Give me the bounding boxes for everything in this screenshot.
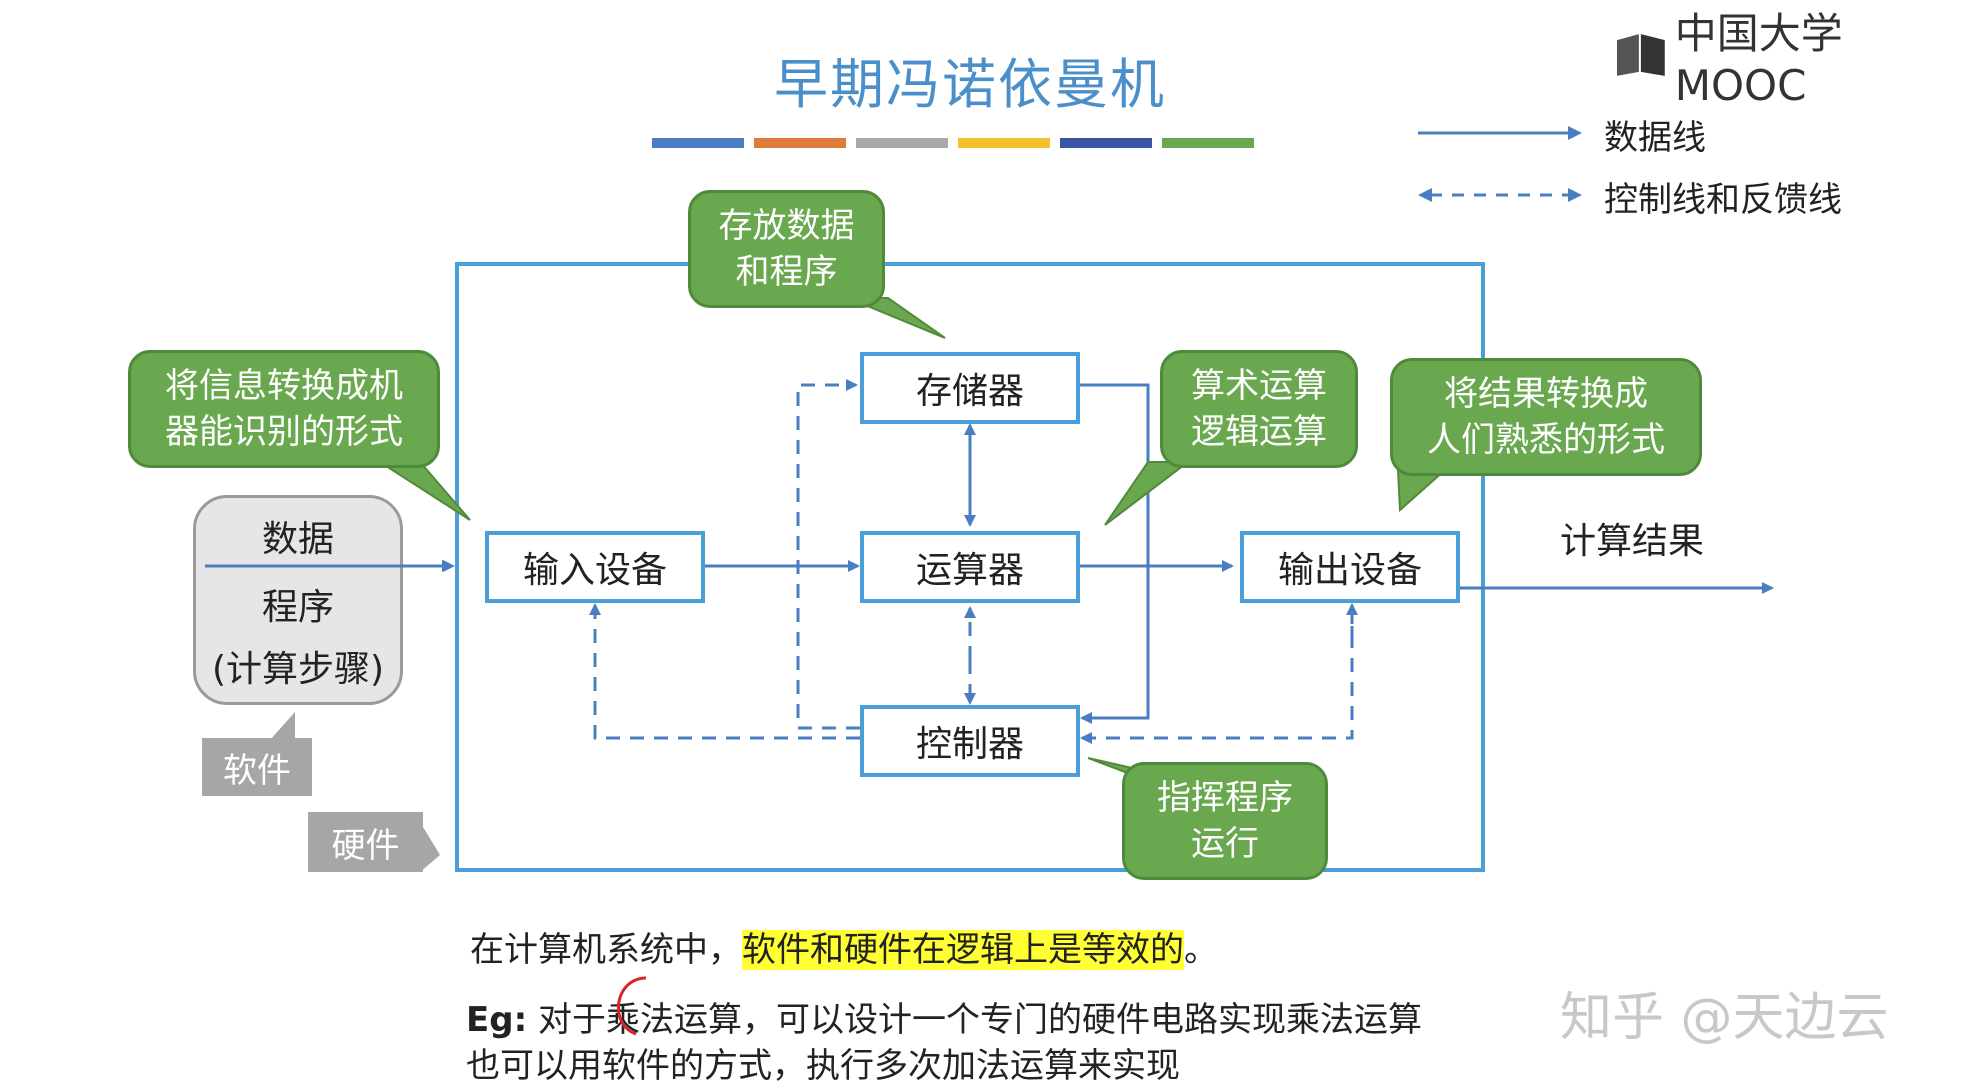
- legend-data-line-label: 数据线: [1604, 118, 1706, 158]
- software-line-program: 程序: [261, 587, 334, 628]
- controller-box: 控制器: [860, 705, 1080, 777]
- equivalence-highlight: 软件和硬件在逻辑上是等效的: [742, 930, 1184, 970]
- callout-controller-line2: 运行: [1191, 824, 1259, 864]
- example-line1: Eg: 对于乘法运算，可以设计一个专门的硬件电路实现乘法运算: [466, 992, 1422, 1041]
- output-device-box: 输出设备: [1240, 531, 1460, 603]
- memory-box: 存储器: [860, 352, 1080, 424]
- callout-alu: 算术运算 逻辑运算: [1160, 350, 1358, 468]
- example-text1: 对于乘法运算，可以设计一个专门的硬件电路实现乘法运算: [537, 1000, 1422, 1040]
- hardware-tag: 硬件: [308, 812, 423, 872]
- color-stripe-5: [1060, 138, 1152, 148]
- callout-output-line2: 人们熟悉的形式: [1427, 420, 1665, 460]
- callout-output: 将结果转换成 人们熟悉的形式: [1390, 358, 1702, 476]
- watermark: 知乎 @天边云: [1560, 988, 1889, 1048]
- color-stripe-3: [856, 138, 948, 148]
- callout-memory-line2: 和程序: [735, 252, 838, 292]
- callout-memory: 存放数据 和程序: [688, 190, 885, 308]
- color-stripe-1: [652, 138, 744, 148]
- mooc-book-icon: [1616, 34, 1665, 76]
- color-stripe-4: [958, 138, 1050, 148]
- alu-box: 运算器: [860, 531, 1080, 603]
- callout-input: 将信息转换成机 器能识别的形式: [128, 350, 440, 468]
- result-label: 计算结果: [1560, 521, 1705, 562]
- color-stripe-2: [754, 138, 846, 148]
- callout-input-line1: 将信息转换成机: [165, 366, 403, 406]
- callout-alu-line2: 逻辑运算: [1191, 412, 1327, 452]
- callout-output-line1: 将结果转换成: [1444, 374, 1648, 414]
- equivalence-suffix: 。: [1184, 930, 1218, 970]
- red-pen-mark: [617, 976, 647, 1036]
- software-line-data: 数据: [261, 519, 334, 560]
- callout-alu-line1: 算术运算: [1191, 366, 1327, 406]
- color-stripe-6: [1162, 138, 1254, 148]
- diagram-title: 早期冯诺依曼机: [774, 53, 1166, 116]
- callout-input-line2: 器能识别的形式: [165, 412, 403, 452]
- input-device-box: 输入设备: [485, 531, 705, 603]
- callout-controller-line1: 指挥程序: [1157, 778, 1293, 818]
- example-line2: 也可以用软件的方式，执行多次加法运算来实现: [466, 1046, 1180, 1086]
- mooc-logo: 中国大学MOOC: [1615, 9, 1973, 110]
- legend-lines: [1418, 126, 1582, 202]
- legend-control-line-label: 控制线和反馈线: [1604, 180, 1842, 220]
- software-tag: 软件: [202, 738, 312, 796]
- equivalence-statement: 在计算机系统中，软件和硬件在逻辑上是等效的。: [470, 922, 1218, 971]
- equivalence-prefix: 在计算机系统中，: [470, 930, 742, 970]
- example-label: Eg:: [466, 1000, 528, 1040]
- software-line-steps: (计算步骤): [211, 649, 385, 690]
- callout-memory-line1: 存放数据: [718, 206, 855, 246]
- logo-text: 中国大学MOOC: [1674, 9, 1843, 110]
- callout-controller: 指挥程序 运行: [1122, 762, 1328, 880]
- hardware-frame: [455, 262, 1485, 872]
- software-input-box: 数据 程序 (计算步骤): [193, 495, 403, 705]
